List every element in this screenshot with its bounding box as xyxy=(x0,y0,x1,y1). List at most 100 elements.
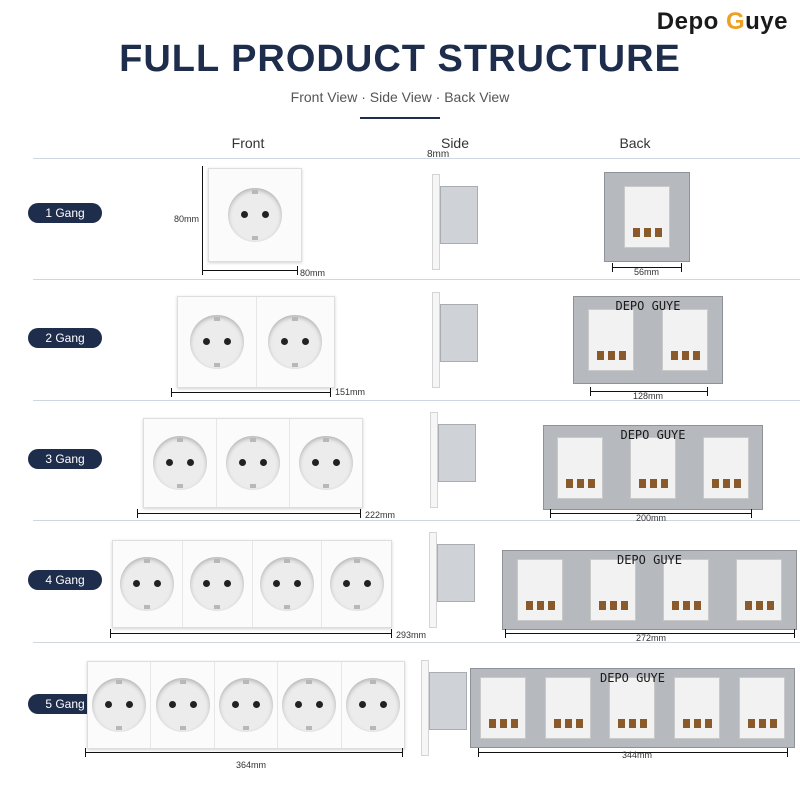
socket-cell xyxy=(253,541,323,627)
height-label: 80mm xyxy=(174,214,200,224)
front-width-dimension-line xyxy=(85,748,403,757)
earth-clip xyxy=(252,190,258,194)
terminal-pin xyxy=(694,601,702,610)
side-thickness-label: 8mm xyxy=(427,149,450,160)
back-socket-module xyxy=(588,309,634,371)
socket-hole xyxy=(295,701,303,708)
row-divider xyxy=(33,279,800,280)
terminal-pin xyxy=(608,351,615,360)
socket-hole xyxy=(363,580,371,587)
socket-cell xyxy=(217,419,290,507)
terminal-pin xyxy=(575,719,583,728)
terminal-pin xyxy=(633,228,640,237)
front-view-plate xyxy=(177,296,335,388)
socket-outlet-icon xyxy=(282,678,337,732)
terminal-pin xyxy=(758,719,766,728)
side-view-profile xyxy=(430,412,486,508)
gang-badge: 3 Gang xyxy=(28,449,102,469)
socket-outlet-icon xyxy=(299,436,353,490)
earth-clip xyxy=(177,438,183,442)
terminal-pin xyxy=(640,719,648,728)
side-view-mechanism xyxy=(440,304,478,362)
terminal-pin xyxy=(500,719,508,728)
side-view-profile xyxy=(432,174,488,270)
socket-hole xyxy=(203,580,211,587)
terminal-pin xyxy=(564,719,572,728)
socket-hole xyxy=(187,459,194,466)
front-view-plate xyxy=(208,168,302,262)
earth-clip xyxy=(213,317,220,321)
terminal-pin xyxy=(693,351,700,360)
front-width-dimension-line xyxy=(171,388,331,397)
side-view-profile xyxy=(421,660,477,756)
earth-clip xyxy=(292,317,299,321)
side-view-mechanism xyxy=(429,672,467,730)
earth-clip xyxy=(214,559,221,563)
front-width-dimension-line xyxy=(202,266,298,275)
terminal-pin xyxy=(671,351,678,360)
socket-hole xyxy=(253,701,261,708)
side-view-mechanism xyxy=(440,186,478,244)
front-width-label: 364mm xyxy=(236,760,267,770)
socket-hole xyxy=(239,459,246,466)
front-width-label: 151mm xyxy=(335,387,366,397)
side-view-plate xyxy=(432,174,440,270)
terminal-pin xyxy=(553,719,561,728)
terminal-pin xyxy=(525,601,533,610)
earth-clip xyxy=(179,680,186,684)
socket-outlet-icon xyxy=(345,678,400,732)
back-socket-module xyxy=(663,559,710,621)
earth-clip xyxy=(283,559,290,563)
earth-clip xyxy=(179,726,186,730)
back-brand-label: DEPO GUYE xyxy=(616,553,683,567)
earth-clip xyxy=(353,605,360,609)
gang-badge: 1 Gang xyxy=(28,203,102,223)
socket-cell xyxy=(209,169,301,261)
column-header-side: Side xyxy=(440,135,470,151)
socket-cell xyxy=(144,419,217,507)
socket-cell xyxy=(215,662,279,748)
terminal-pin xyxy=(745,601,753,610)
socket-cell xyxy=(151,662,215,748)
socket-outlet-icon xyxy=(120,557,175,611)
socket-hole xyxy=(333,459,340,466)
row-divider xyxy=(33,520,800,521)
back-width-dimension-line xyxy=(505,629,795,638)
socket-outlet-icon xyxy=(228,188,282,242)
back-view-frame: DEPO GUYE xyxy=(502,550,797,630)
back-socket-module xyxy=(544,677,591,739)
socket-outlet-icon xyxy=(153,436,207,490)
front-width-label: 222mm xyxy=(365,510,396,520)
socket-cell xyxy=(342,662,404,748)
terminal-pin xyxy=(660,478,668,488)
earth-clip xyxy=(116,680,123,684)
back-socket-module xyxy=(624,186,670,248)
terminal-pin xyxy=(609,601,617,610)
terminal-pin xyxy=(682,351,689,360)
page-title: FULL PRODUCT STRUCTURE xyxy=(119,38,681,80)
socket-outlet-icon xyxy=(155,678,210,732)
back-width-label: 344mm xyxy=(622,750,653,760)
side-view-mechanism xyxy=(438,424,476,482)
earth-clip xyxy=(144,605,151,609)
earth-clip xyxy=(306,680,313,684)
terminal-pin xyxy=(756,601,764,610)
gang-badge: 4 Gang xyxy=(28,570,102,590)
back-width-label: 272mm xyxy=(636,633,667,643)
height-dimension-line xyxy=(202,166,203,270)
terminal-pin xyxy=(588,478,596,488)
socket-cell xyxy=(257,297,335,387)
front-view-plate xyxy=(143,418,363,508)
terminal-pin xyxy=(629,719,637,728)
socket-hole xyxy=(202,338,210,345)
back-socket-module xyxy=(480,677,527,739)
socket-outlet-icon xyxy=(190,557,245,611)
terminal-pin xyxy=(489,719,497,728)
back-socket-module xyxy=(516,559,563,621)
socket-outlet-icon xyxy=(226,436,280,490)
terminal-pin xyxy=(711,478,719,488)
earth-clip xyxy=(250,438,256,442)
brand-logo: Depo Guye xyxy=(656,8,788,35)
front-width-dimension-line xyxy=(110,629,392,638)
earth-clip xyxy=(323,484,329,488)
